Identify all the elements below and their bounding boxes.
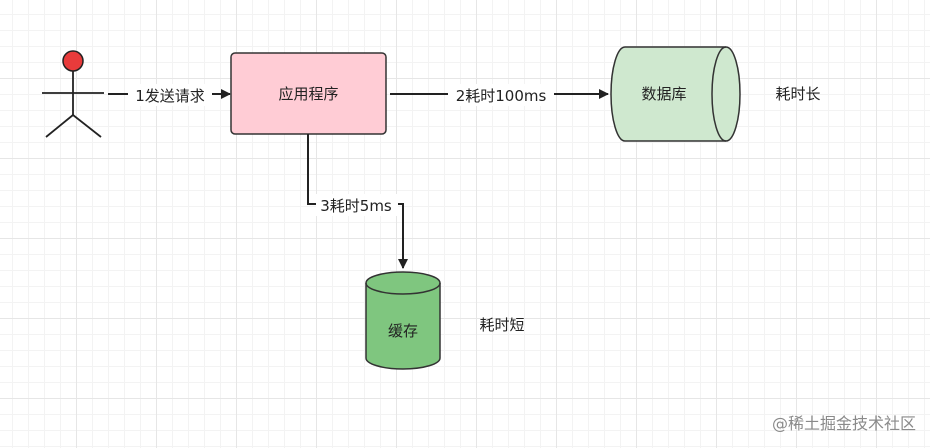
node-cache-label: 缓存 [388,322,418,340]
edge-to-cache: 3耗时5ms [307,134,408,269]
edge-to-db: 2耗时100ms [390,84,609,106]
edge-to-cache-label: 3耗时5ms [320,197,392,215]
edge-to-db-label-bg [448,84,554,106]
actor-right-leg [72,114,102,138]
node-cache-cylinder [365,271,441,370]
edge-request-label-bg [128,84,212,106]
user-actor [42,50,104,138]
node-app: 应用程序 [230,52,387,135]
actor-left-leg [45,114,74,138]
actor-head [62,50,84,72]
node-db: 数据库 耗时长 [610,46,821,142]
watermark: @稀土掘金技术社区 [771,414,916,433]
node-db-label: 数据库 [641,85,686,103]
edge-to-cache-label-bg [316,194,398,216]
edge-request-label: 1发送请求 [135,87,205,105]
edge-to-db-label: 2耗时100ms [456,87,547,105]
node-app-label: 应用程序 [278,85,338,103]
node-db-note: 耗时长 [775,85,820,103]
node-cache-note: 耗时短 [479,316,524,334]
node-cache: 缓存 耗时短 [365,271,525,370]
edge-request: 1发送请求 [108,84,231,106]
node-cache-cylinder-top [365,282,441,295]
node-db-cylinder-edge [711,46,727,142]
